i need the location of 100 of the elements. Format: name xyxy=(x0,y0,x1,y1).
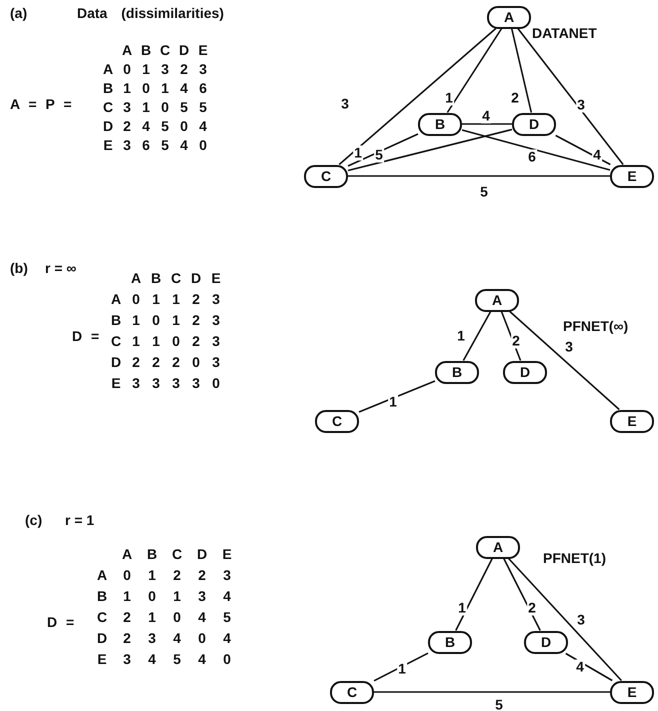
matrix-equation: D = xyxy=(72,328,100,344)
matrix-value: 5 xyxy=(198,99,208,115)
row-header: E xyxy=(110,375,122,391)
edge-label: 2 xyxy=(510,90,520,106)
row-header: A xyxy=(96,567,108,583)
edge-label: 1 xyxy=(353,146,363,160)
matrix-value: 3 xyxy=(197,588,207,604)
matrix-value: 1 xyxy=(171,291,181,307)
column-header: B xyxy=(150,270,162,286)
matrix-value: 4 xyxy=(179,137,189,153)
node-box: B xyxy=(428,630,472,654)
matrix-value: 3 xyxy=(222,567,232,583)
matrix-value: 5 xyxy=(160,118,170,134)
connector-line xyxy=(446,28,502,113)
connector-line xyxy=(358,380,436,413)
panel-letter: (c) xyxy=(25,512,42,528)
row-header: D xyxy=(96,630,108,646)
matrix-value: 2 xyxy=(172,567,182,583)
matrix-value: 2 xyxy=(179,61,189,77)
edge-label: 2 xyxy=(527,600,537,616)
matrix-value: 6 xyxy=(141,137,151,153)
matrix-value: 1 xyxy=(171,312,181,328)
column-header: D xyxy=(178,42,190,58)
matrix-value: 1 xyxy=(147,609,157,625)
matrix-value: 4 xyxy=(179,80,189,96)
connector-line xyxy=(509,310,620,410)
matrix-value: 0 xyxy=(179,118,189,134)
matrix-value: 5 xyxy=(222,609,232,625)
matrix-equation: D = xyxy=(47,614,74,630)
connector-line xyxy=(555,134,611,166)
connector-line xyxy=(500,311,522,361)
matrix-value: 2 xyxy=(122,118,132,134)
matrix-value: 6 xyxy=(198,80,208,96)
edge-label: 3 xyxy=(576,98,586,112)
matrix-value: 3 xyxy=(122,99,132,115)
matrix-value: 4 xyxy=(222,630,232,646)
node-box: D xyxy=(524,630,568,654)
matrix-value: 0 xyxy=(198,137,208,153)
edge-label: 1 xyxy=(388,394,398,410)
matrix-value: 0 xyxy=(131,291,141,307)
row-header: E xyxy=(96,651,108,667)
matrix-value: 4 xyxy=(141,118,151,134)
matrix-value: 0 xyxy=(211,375,221,391)
connector-line xyxy=(462,129,610,171)
row-header: B xyxy=(102,80,114,96)
matrix-value: 3 xyxy=(211,291,221,307)
column-header: E xyxy=(210,270,222,286)
matrix-value: 1 xyxy=(141,99,151,115)
matrix-value: 3 xyxy=(147,630,157,646)
matrix-equation: A = P = xyxy=(10,96,72,112)
matrix-value: 1 xyxy=(160,80,170,96)
matrix-value: 3 xyxy=(171,375,181,391)
connector-line xyxy=(565,652,613,682)
connector-line xyxy=(462,123,512,125)
panel-letter: (a) xyxy=(10,5,28,21)
matrix-value: 0 xyxy=(122,567,132,583)
column-header: A xyxy=(120,42,134,58)
edge-label: 4 xyxy=(481,108,491,124)
matrix-value: 0 xyxy=(172,609,182,625)
matrix-value: 0 xyxy=(197,630,207,646)
matrix-value: 2 xyxy=(171,354,181,370)
edge-label: 1 xyxy=(456,328,466,344)
row-header: A xyxy=(102,61,114,77)
edge-label: 4 xyxy=(575,660,585,674)
matrix-value: 3 xyxy=(151,375,161,391)
node-box: C xyxy=(330,680,374,704)
row-header: E xyxy=(102,137,114,153)
row-header: A xyxy=(110,291,122,307)
edge-label: 1 xyxy=(444,90,454,106)
matrix-value: 2 xyxy=(191,291,201,307)
matrix-value: 4 xyxy=(197,609,207,625)
matrix-value: 0 xyxy=(191,354,201,370)
panel-heading: r = ∞ xyxy=(45,260,76,276)
matrix-value: 2 xyxy=(191,333,201,349)
column-header: C xyxy=(170,546,184,562)
matrix-value: 3 xyxy=(211,312,221,328)
node-box: C xyxy=(315,410,359,432)
edge-label: 5 xyxy=(494,698,504,711)
matrix-value: 1 xyxy=(172,588,182,604)
matrix-value: 5 xyxy=(172,651,182,667)
row-header: B xyxy=(110,312,122,328)
matrix-value: 3 xyxy=(211,354,221,370)
node-box: E xyxy=(610,164,654,188)
panel-heading: r = 1 xyxy=(65,512,94,528)
column-header: D xyxy=(196,546,208,562)
column-header: A xyxy=(130,270,142,286)
matrix-value: 1 xyxy=(131,312,141,328)
matrix-value: 2 xyxy=(122,630,132,646)
connector-line xyxy=(374,691,610,693)
connector-line xyxy=(517,28,624,165)
connector-line xyxy=(348,133,418,167)
node-box: C xyxy=(304,164,348,188)
matrix-value: 3 xyxy=(131,375,141,391)
edge-label: 2 xyxy=(511,334,521,348)
edge-label: 3 xyxy=(340,96,350,112)
node-box: D xyxy=(512,112,556,136)
column-header: C xyxy=(170,270,182,286)
connector-line xyxy=(374,652,428,682)
row-header: D xyxy=(102,118,114,134)
connector-line xyxy=(455,558,493,631)
